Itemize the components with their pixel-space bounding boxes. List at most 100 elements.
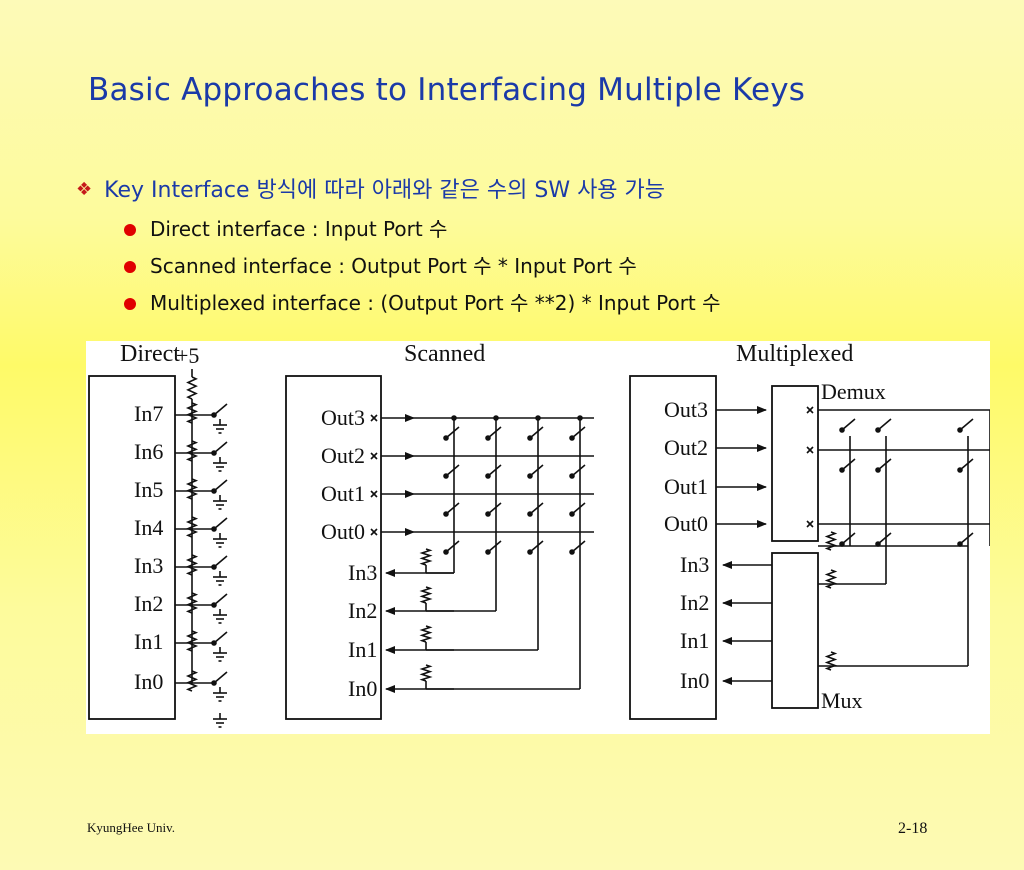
- scanned-key-switch: [443, 464, 460, 479]
- resistor-icon: [824, 569, 838, 589]
- direct-key-switch: [211, 671, 228, 686]
- subitem-text: Multiplexed interface : (Output Port 수 *…: [150, 291, 721, 315]
- direct-input-label: In1: [134, 629, 163, 654]
- direct-title: Direct: [120, 341, 180, 367]
- scanned-output-label: Out3: [321, 405, 365, 430]
- direct-input-label: In3: [134, 553, 163, 578]
- multiplexed-input-label: In3: [680, 552, 709, 577]
- resistor-icon: [185, 554, 199, 576]
- ground-icon: [213, 495, 227, 510]
- subitem-text: Direct interface : Input Port 수: [150, 217, 448, 241]
- scanned-input-label: In2: [348, 598, 377, 623]
- resistor-icon: [419, 664, 433, 682]
- direct-key-switch: [211, 403, 228, 418]
- subitem-multiplexed: Multiplexed interface : (Output Port 수 *…: [124, 287, 721, 316]
- x-mark-icon: [370, 414, 378, 422]
- subitem-scanned: Scanned interface : Output Port 수 * Inpu…: [124, 250, 637, 279]
- multiplexed-input-label: In2: [680, 590, 709, 615]
- resistor-icon: [185, 630, 199, 652]
- multiplexed-output-label: Out2: [664, 435, 708, 460]
- resistor-icon: [185, 516, 199, 538]
- scanned-key-switch: [569, 426, 586, 441]
- scanned-key-switch: [485, 464, 502, 479]
- subitem-direct: Direct interface : Input Port 수: [124, 213, 447, 242]
- demux-box: [771, 385, 819, 542]
- scanned-title: Scanned: [404, 341, 485, 367]
- direct-input-label: In6: [134, 439, 163, 464]
- scanned-key-switch: [527, 540, 544, 555]
- x-mark-icon: [370, 490, 378, 498]
- footer-university: KyungHee Univ.: [87, 820, 175, 835]
- scanned-key-switch: [569, 464, 586, 479]
- x-mark-icon: [370, 452, 378, 460]
- resistor-icon: [824, 531, 838, 551]
- multiplexed-output-label: Out3: [664, 397, 708, 422]
- x-mark-icon: [806, 520, 814, 528]
- scanned-key-switch: [485, 540, 502, 555]
- ground-icon: [213, 687, 227, 702]
- scanned-key-switch: [527, 464, 544, 479]
- ground-icon: [213, 457, 227, 472]
- main-bullet: ❖Key Interface 방식에 따라 아래와 같은 수의 SW 사용 가능: [76, 172, 665, 204]
- direct-input-label: In5: [134, 477, 163, 502]
- scanned-key-switch: [443, 540, 460, 555]
- ground-icon: [213, 419, 227, 434]
- scanned-output-label: Out1: [321, 481, 365, 506]
- multiplexed-key-switch: [957, 458, 974, 473]
- ground-icon: [213, 609, 227, 624]
- x-mark-icon: [806, 446, 814, 454]
- direct-key-switch: [211, 631, 228, 646]
- resistor-icon: [419, 548, 433, 566]
- multiplexed-key-switch: [839, 418, 856, 433]
- direct-key-switch: [211, 593, 228, 608]
- scanned-key-switch: [569, 540, 586, 555]
- multiplexed-key-switch: [875, 532, 892, 547]
- x-mark-icon: [370, 528, 378, 536]
- diamond-bullet-icon: ❖: [76, 179, 93, 200]
- scanned-key-switch: [485, 502, 502, 517]
- direct-key-switch: [211, 479, 228, 494]
- multiplexed-title: Multiplexed: [736, 341, 853, 367]
- resistor-icon: [419, 586, 433, 604]
- scanned-key-switch: [485, 426, 502, 441]
- multiplexed-key-switch: [875, 458, 892, 473]
- multiplexed-input-label: In0: [680, 668, 709, 693]
- direct-input-label: In7: [134, 401, 163, 426]
- scanned-key-switch: [527, 502, 544, 517]
- scanned-output-label: Out2: [321, 443, 365, 468]
- ground-icon: [213, 571, 227, 586]
- scanned-port-block: [285, 375, 382, 720]
- scanned-output-label: Out0: [321, 519, 365, 544]
- direct-supply-label: +5: [176, 343, 199, 368]
- resistor-icon: [185, 440, 199, 462]
- red-dot-icon: [124, 298, 136, 310]
- scanned-input-label: In0: [348, 676, 377, 701]
- resistor-icon: [824, 651, 838, 671]
- multiplexed-output-label: Out1: [664, 474, 708, 499]
- multiplexed-key-switch: [839, 532, 856, 547]
- resistor-icon: [185, 592, 199, 614]
- mux-box: [771, 552, 819, 709]
- scanned-key-switch: [527, 426, 544, 441]
- multiplexed-key-switch: [957, 532, 974, 547]
- resistor-icon: [185, 402, 199, 424]
- mux-label: Mux: [821, 688, 863, 713]
- multiplexed-input-label: In1: [680, 628, 709, 653]
- multiplexed-key-switch: [839, 458, 856, 473]
- multiplexed-key-switch: [957, 418, 974, 433]
- multiplexed-port-block: [629, 375, 717, 720]
- ground-icon: [213, 647, 227, 662]
- red-dot-icon: [124, 261, 136, 273]
- x-mark-icon: [806, 406, 814, 414]
- slide-title: Basic Approaches to Interfacing Multiple…: [88, 72, 806, 108]
- resistor-icon: [185, 670, 199, 692]
- direct-key-switch: [211, 555, 228, 570]
- scanned-key-switch: [569, 502, 586, 517]
- multiplexed-output-label: Out0: [664, 511, 708, 536]
- direct-input-label: In0: [134, 669, 163, 694]
- direct-key-switch: [211, 441, 228, 456]
- circuit-diagram: Direct+5In7In6In5In4In3In2In1In0ScannedO…: [88, 341, 990, 728]
- direct-port-block: [88, 375, 176, 720]
- scanned-input-label: In3: [348, 560, 377, 585]
